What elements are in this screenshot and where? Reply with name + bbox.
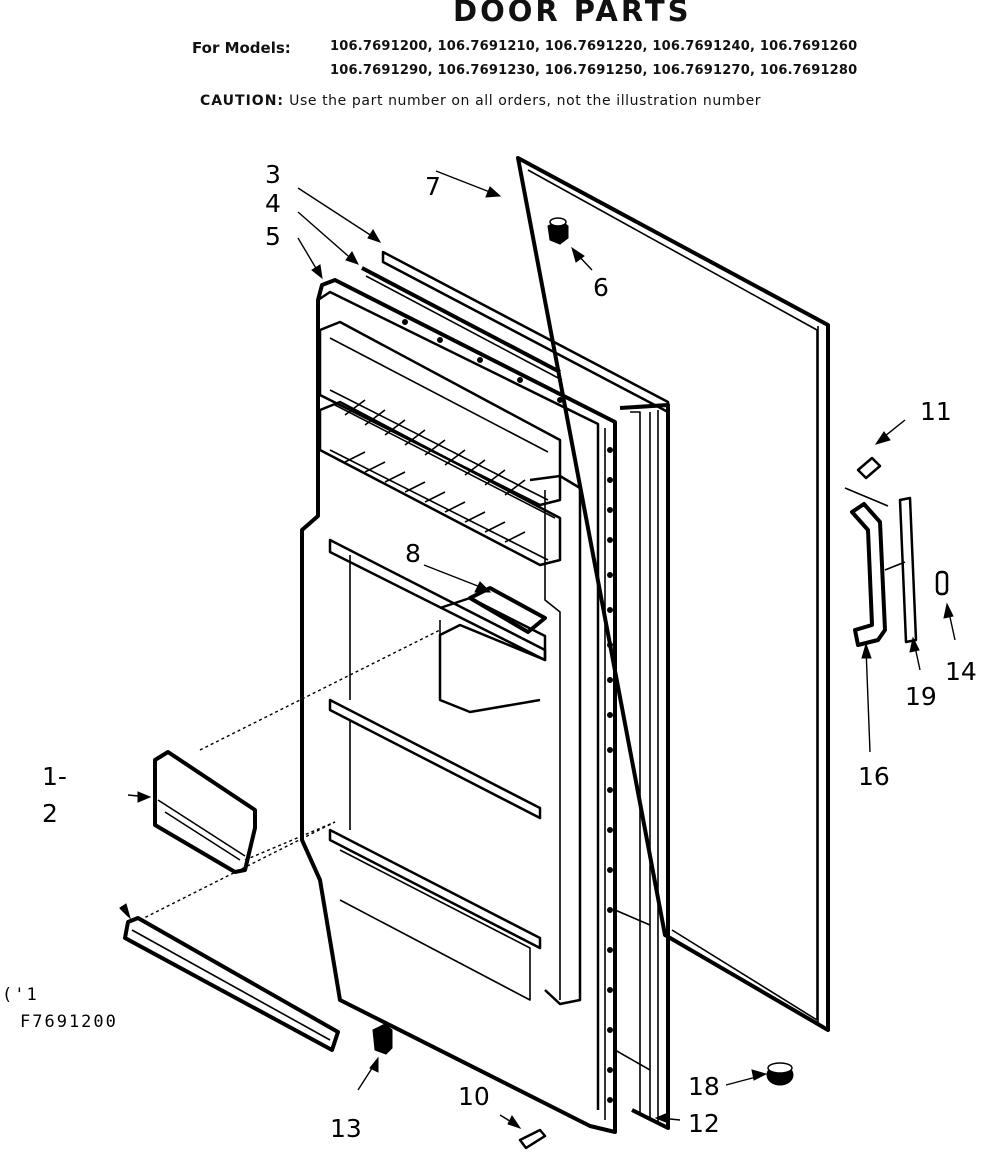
for-models-label: For Models: [192,39,291,57]
callout-14: 14 [945,657,977,686]
part-14-cap [935,570,949,596]
liner-rivets [607,447,613,1103]
middle-shelf [328,538,547,714]
caution-note: CAUTION: Use the part number on all orde… [200,93,761,109]
part-18-bumper [766,1062,794,1086]
callout-12: 12 [688,1109,720,1138]
code-mark: ('1 [2,985,39,1005]
callout-8: 8 [405,539,421,568]
part-11-screw [844,456,889,507]
callout-16: 16 [858,762,890,791]
leader-lines [119,170,956,1129]
upper-door-shelves [318,320,582,1006]
callout-11: 11 [920,397,952,426]
part-16-handle [850,502,887,647]
lower-shelf-rail [123,916,340,1052]
callout-1: 1- [42,762,67,791]
callout-labels: 7 3 4 5 6 11 8 1- 2 14 19 16 18 12 10 13… [2,160,977,1143]
part-10-screw [518,1128,547,1150]
part-7-outer-door-panel [516,156,830,1032]
callout-5: 5 [265,222,281,251]
callout-3: 3 [265,160,281,189]
part-13-clip [372,1023,393,1055]
callout-6: 6 [593,273,609,302]
model-numbers-line-1: 106.7691200, 106.7691210, 106.7691220, 1… [330,39,858,54]
callout-4: 4 [265,189,281,218]
callout-7: 7 [425,172,441,201]
caution-text: Use the part number on all orders, not t… [289,93,762,109]
callout-18: 18 [688,1072,720,1101]
model-numbers-line-2: 106.7691290, 106.7691230, 106.7691250, 1… [330,63,858,78]
callout-13: 13 [330,1114,362,1143]
part-1-2-shelf-bracket [153,750,257,874]
callout-2: 2 [42,799,58,828]
part-19-handle-trim [884,496,918,644]
part-6-plug [547,217,569,245]
callout-10: 10 [458,1082,490,1111]
part-5-door-liner [300,278,617,1134]
lower-door-shelves [328,555,542,1001]
part-12-gasket [614,403,670,1130]
page-title: DOOR PARTS [453,0,692,28]
callout-19: 19 [905,682,937,711]
part-4-hinge-rod [361,266,563,381]
caution-label: CAUTION: [200,93,285,109]
part-8-shelf-cover [468,586,547,634]
drawing-code: F7691200 [20,1012,118,1032]
